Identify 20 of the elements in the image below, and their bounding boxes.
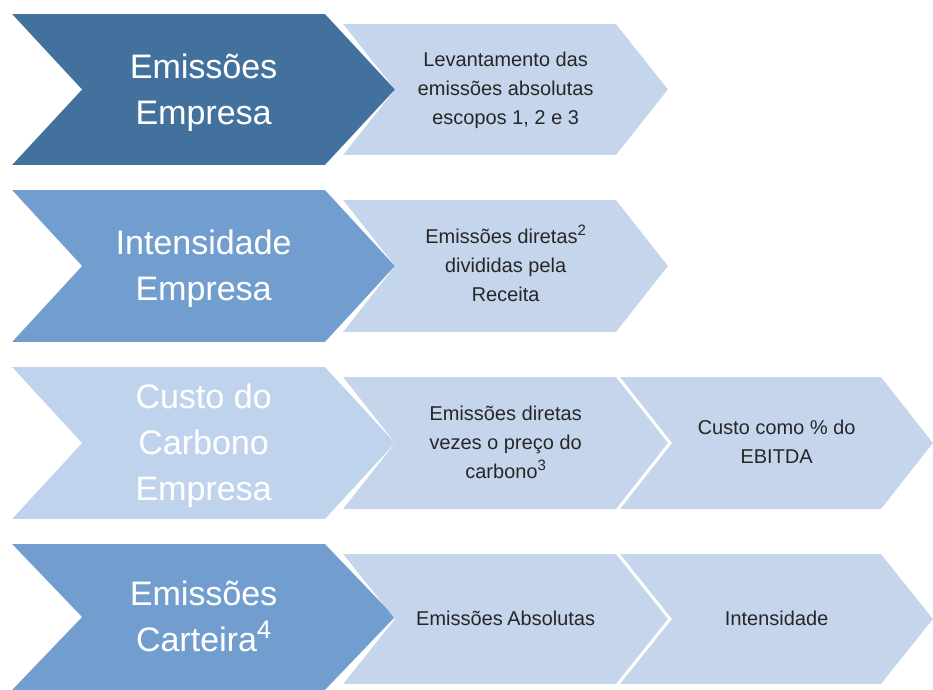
step-description: Custo como % do EBITDA — [696, 416, 856, 470]
step-title: Custo do Carbono Empresa — [134, 377, 273, 510]
step-title: Emissões Carteira$^{4}$ — [128, 574, 278, 661]
chevron-shape — [12, 190, 395, 342]
step-description: Emissões Absolutas — [416, 606, 595, 632]
chevron-shape — [620, 554, 933, 684]
step-title: Emissões Empresa — [128, 46, 278, 134]
step-title: Intensidade Empresa — [114, 223, 292, 310]
chevron-shape — [343, 24, 668, 155]
chevron-shape — [12, 544, 395, 690]
step-description: Emissões diretas$^{2}$ divididas pela Receita — [424, 222, 587, 308]
chevron-shape — [620, 377, 933, 509]
chevron-shape — [343, 200, 668, 332]
step-description: Emissões diretas vezes o preço do carbono$^{3}$ — [428, 402, 583, 484]
chevron-shape — [12, 367, 395, 519]
step-description: Levantamento das emissões absolutas escopos 1, 2 e 3 — [416, 48, 594, 131]
chevron-shape — [343, 377, 668, 509]
chevron-shape — [12, 14, 395, 165]
step-description: Intensidade — [724, 606, 828, 632]
chevron-shape — [343, 554, 668, 684]
